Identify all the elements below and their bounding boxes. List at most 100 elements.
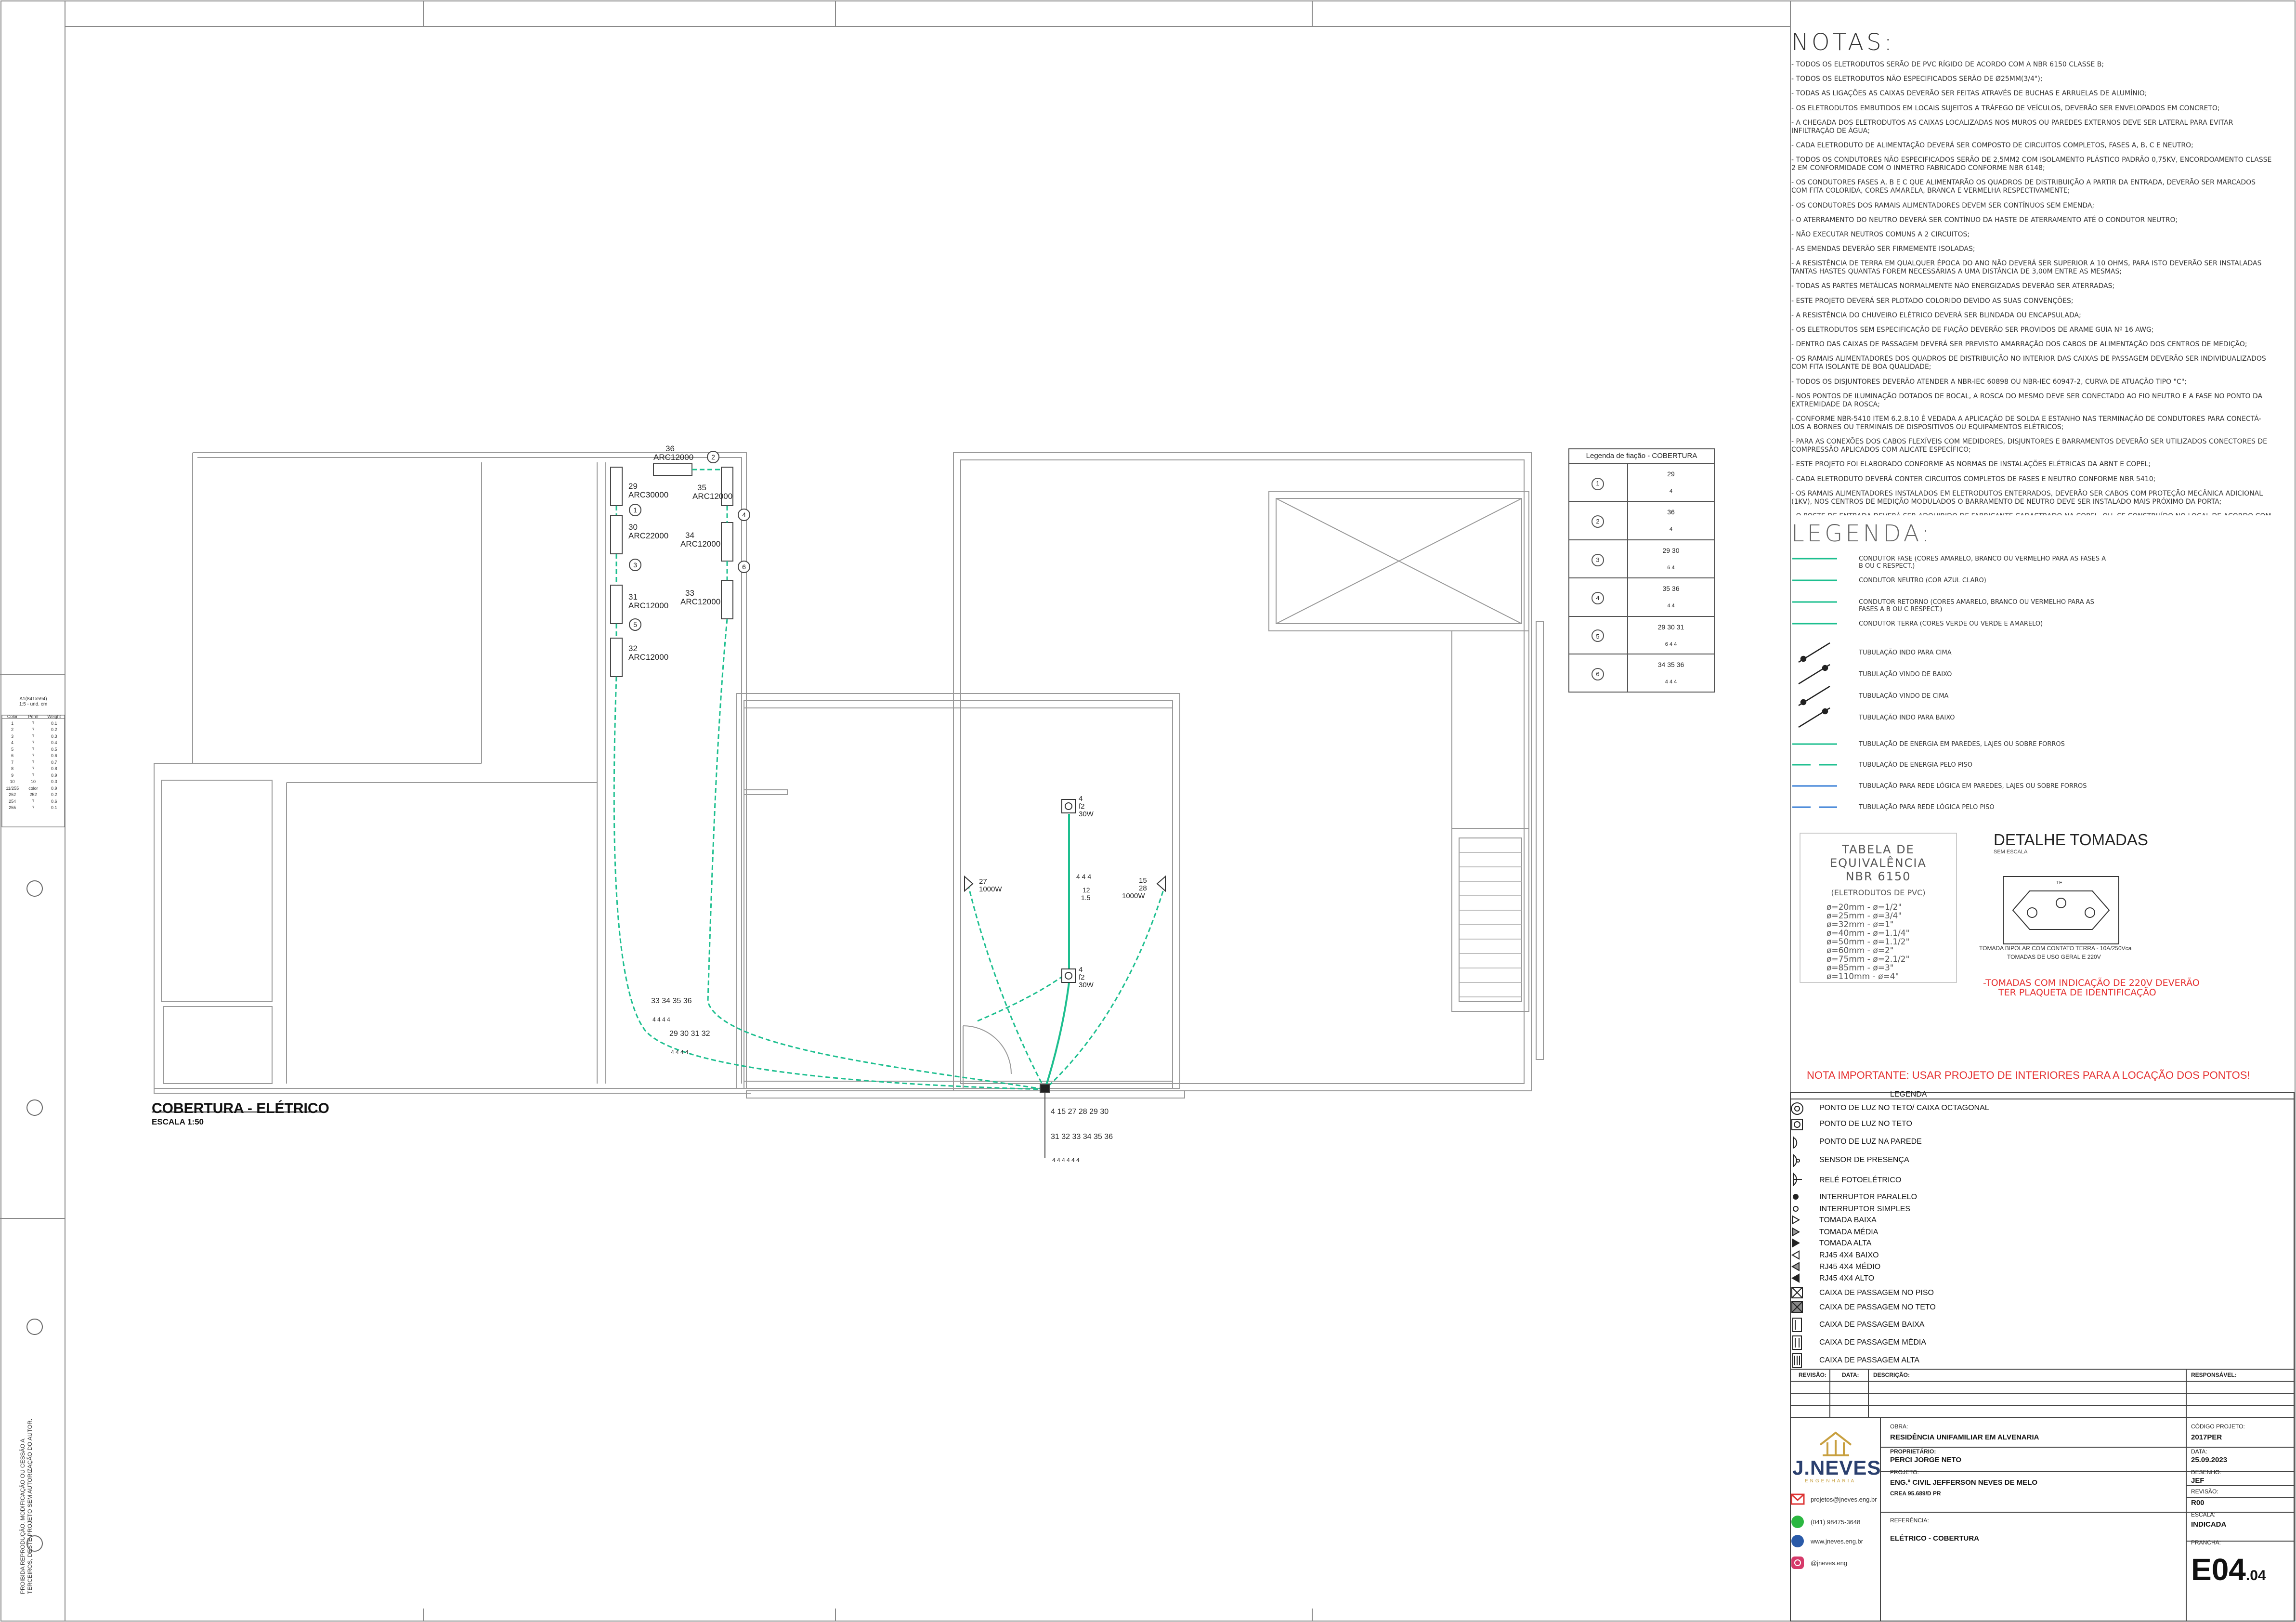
side-disclaimer: PROIBIDA REPRODUÇÃO, MODIFICAÇÃO OU CESS… — [19, 1382, 34, 1594]
tb-revisao-label: REVISÃO: — [2191, 1488, 2218, 1495]
luminaire-number: 35 — [697, 483, 706, 492]
side-line2: TERCEIROS, DESTE PROJETO SEM AUTORIZAÇÃO… — [26, 1418, 33, 1594]
stamp-cell: 9 — [11, 772, 14, 778]
wiring-row-sizes: 4 4 — [1667, 603, 1675, 609]
contact-site[interactable]: www.jneves.eng.br — [1811, 1538, 1864, 1545]
contact-phone[interactable]: (041) 98475-3648 — [1811, 1518, 1861, 1526]
stamp-cell: 0.8 — [51, 766, 57, 771]
tb-prancha-label: PRANCHA: — [2191, 1539, 2221, 1546]
note-item: - TODOS OS CONDUTORES NÃO ESPECIFICADOS … — [1791, 156, 2272, 172]
conduit-legend-row: TUBULAÇÃO PARA REDE LÓGICA EM PAREDES, L… — [1791, 779, 2109, 795]
equiv-row: ø=50mm - ø=1.1/2" — [1826, 937, 1910, 947]
equiv-row: ø=110mm - ø=4" — [1826, 972, 1899, 981]
contact-email[interactable]: projetos@jneves.eng.br — [1811, 1496, 1877, 1503]
contact-insta[interactable]: @jneves.eng — [1811, 1559, 1848, 1567]
side-line1: PROIBIDA REPRODUÇÃO, MODIFICAÇÃO OU CESS… — [19, 1439, 26, 1594]
note-item: - TODOS OS ELETRODUTOS SERÃO DE PVC RÍGI… — [1791, 61, 2104, 68]
note-item: - TODAS AS LIGAÇÕES AS CAIXAS DEVERÃO SE… — [1791, 90, 2147, 98]
stamp-cell: 252 — [9, 792, 16, 797]
callout-c2: 12 — [1083, 886, 1090, 894]
callout-c: 4 4 4 — [1076, 873, 1092, 880]
callout-d-sizes: 4 4 4 4 4 4 — [1052, 1157, 1080, 1164]
outlet-28-number2: 28 — [1139, 884, 1147, 892]
outlet-27-power: 1000W — [979, 885, 1002, 893]
circuit-tag: 6 — [738, 561, 750, 573]
callout-d: 4 15 27 28 29 30 — [1051, 1108, 1109, 1116]
symbol-label: TOMADA BAIXA — [1819, 1216, 1877, 1224]
stamp-cell: 254 — [9, 798, 16, 804]
tb-obra-label: OBRA: — [1890, 1423, 1908, 1430]
drawing-title: COBERTURA - ELÉTRICO — [152, 1100, 329, 1116]
tb-prancha: E04.04 — [2191, 1552, 2266, 1587]
tb-data: 25.09.2023 — [2191, 1456, 2228, 1464]
equivalence-table: TABELA DE EQUIVALÊNCIA NBR 6150 (ELETROD… — [1800, 843, 1957, 981]
stamp-cell: 7 — [32, 805, 35, 810]
note-item: - OS ELETRODUTOS EMBUTIDOS EM LOCAIS SUJ… — [1791, 104, 2220, 112]
outlet-desc1: TOMADA BIPOLAR COM CONTATO TERRA - 10A/2… — [1979, 945, 2132, 952]
symbols-legend-icons — [1791, 1102, 1803, 1368]
stamp-line1: A1(841x594) — [19, 696, 47, 702]
symbol-label: SENSOR DE PRESENÇA — [1819, 1156, 1909, 1164]
wiring-legend-table — [1568, 448, 1715, 693]
luminaire-number: 36 — [665, 444, 675, 453]
luminaire-model: ARC12000 — [628, 653, 669, 662]
wiring-row-sizes: 4 4 4 — [1665, 679, 1677, 685]
stamp-cell: 8 — [11, 766, 14, 771]
note-item: - CADA ELETRODUTO DEVERÁ CONTER CIRCUITO… — [1791, 475, 2156, 483]
wiring-row-sizes: 6 4 4 — [1665, 641, 1677, 647]
rev-col-rev: REVISÃO: — [1799, 1372, 1827, 1378]
stamp-cell: 7 — [11, 759, 14, 765]
stamp-cell: 5 — [11, 746, 14, 752]
wire-legend-label: CONDUTOR RETORNO (CORES AMARELO, BRANCO … — [1859, 599, 2094, 613]
wiring-row-circuits: 29 30 — [1662, 547, 1680, 554]
wiring-runs — [613, 469, 1166, 1090]
company-tag: ENGENHARIA — [1805, 1478, 1856, 1484]
note-item: - OS RAMAIS ALIMENTADORES DOS QUADROS DE… — [1791, 355, 2266, 371]
notes-list: - TODOS OS ELETRODUTOS SERÃO DE PVC RÍGI… — [1791, 61, 2273, 515]
circuit-tag: 1 — [629, 504, 641, 516]
note-item: - OS RAMAIS ALIMENTADORES INSTALADOS EM … — [1791, 489, 2263, 506]
equiv-row: ø=25mm - ø=3/4" — [1826, 911, 1902, 921]
tb-escala: INDICADA — [2191, 1520, 2227, 1529]
stamp-cell: 0.9 — [51, 772, 57, 778]
point-circuit: 4 — [1079, 795, 1083, 803]
title-block-lines — [1790, 1417, 2295, 1622]
luminaire-number: 31 — [628, 592, 638, 602]
note-item: - A RESISTÊNCIA DO CHUVEIRO ELÉTRICO DEV… — [1791, 311, 2081, 319]
tb-prancha-sub: .04 — [2245, 1568, 2266, 1583]
floor-plan-walls — [154, 452, 1544, 1099]
wire-legend-row: CONDUTOR RETORNO (CORES AMARELO, BRANCO … — [1791, 595, 2109, 613]
stamp-cell: 10 — [30, 779, 36, 784]
company-logo — [1819, 1431, 1852, 1456]
equiv-row: ø=85mm - ø=3" — [1826, 963, 1894, 973]
equiv-row: ø=40mm - ø=1.1/4" — [1826, 929, 1910, 938]
circuit-tag: 3 — [629, 559, 641, 571]
wire-legend-label: CONDUTOR NEUTRO (COR AZUL CLARO) — [1859, 577, 1986, 584]
stamp-cell: 7 — [32, 733, 35, 739]
luminaire-number: 33 — [685, 589, 694, 598]
conduit-legend-label: TUBULAÇÃO DE ENERGIA EM PAREDES, LAJES O… — [1859, 741, 2065, 748]
wiring-row-circuits: 29 30 31 — [1657, 623, 1684, 631]
outlet-28-number: 15 — [1139, 876, 1147, 885]
callout-d2: 31 32 33 34 35 36 — [1051, 1133, 1113, 1141]
conduit-legend-label: TUBULAÇÃO INDO PARA CIMA — [1859, 649, 1952, 656]
symbol-label: RJ45 4X4 ALTO — [1819, 1274, 1875, 1282]
stamp-cell: 7 — [32, 720, 35, 726]
outlet-red-note1: -TOMADAS COM INDICAÇÃO DE 220V DEVERÃO — [1983, 978, 2200, 988]
tb-obra: RESIDÊNCIA UNIFAMILIAR EM ALVENARIA — [1890, 1433, 2039, 1441]
circuit-tag: 5 — [629, 618, 641, 631]
stamp-cell: 7 — [32, 727, 35, 732]
tb-prancha-main: E04 — [2191, 1552, 2246, 1587]
tb-codigo: 2017PER — [2191, 1433, 2222, 1441]
luminaire-model: ARC12000 — [680, 597, 721, 606]
symbol-label: TOMADA ALTA — [1819, 1239, 1872, 1247]
conduit-legend-label: TUBULAÇÃO VINDO DE CIMA — [1859, 693, 1949, 700]
notes-section: NOTAS: - TODOS OS ELETRODUTOS SERÃO DE P… — [1791, 29, 2273, 515]
conduit-legend-label: TUBULAÇÃO PARA REDE LÓGICA PELO PISO — [1859, 804, 1995, 811]
